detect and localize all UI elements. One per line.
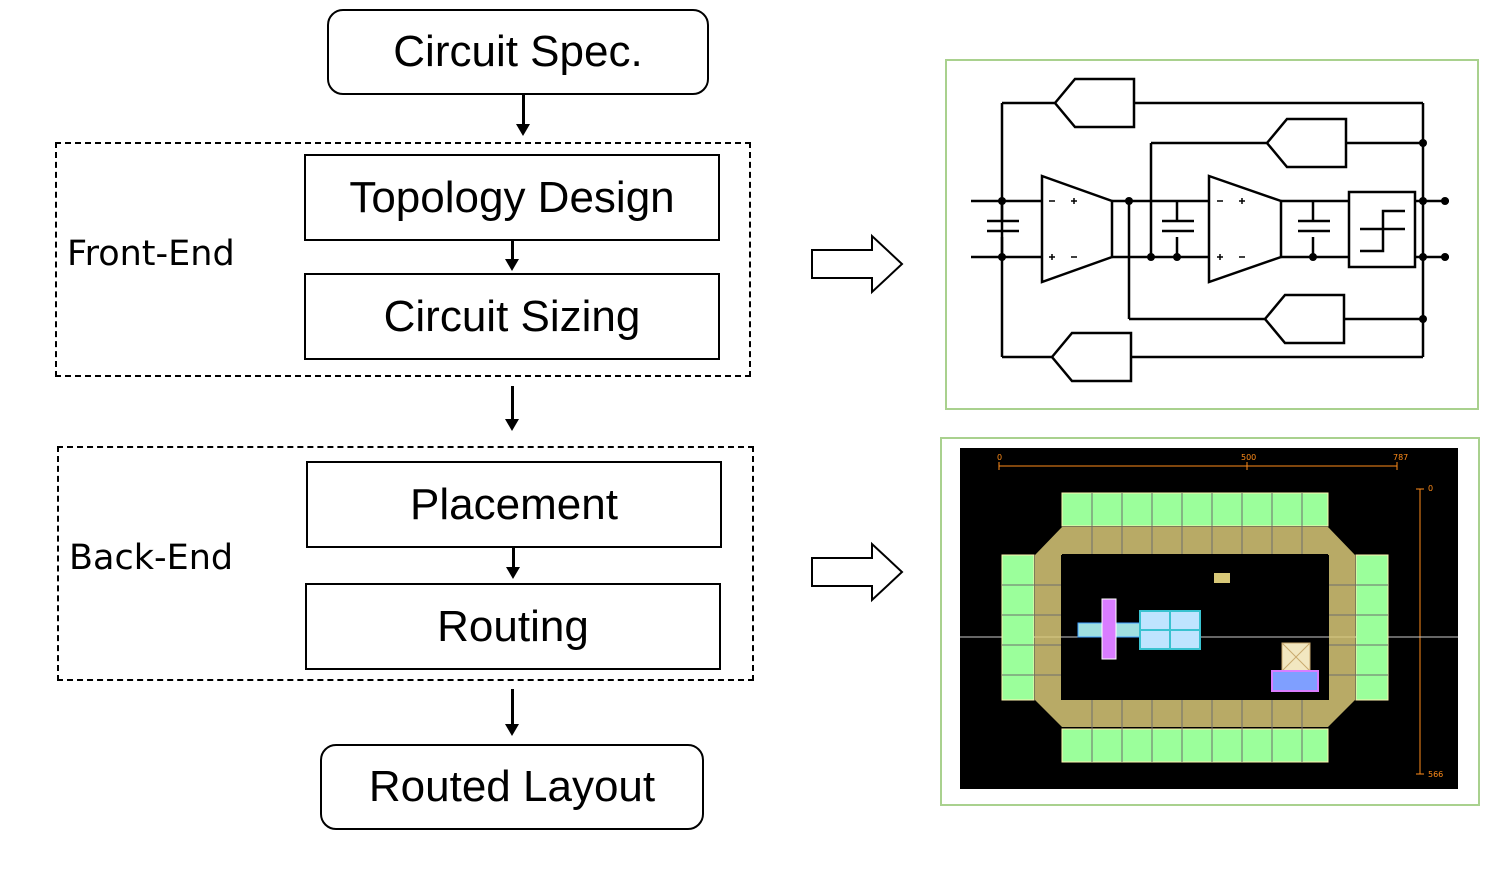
backend-output-arrow (811, 541, 904, 603)
arrow-topology-to-sizing-head (505, 259, 519, 271)
arrow-frontend-to-backend (511, 386, 514, 419)
core-blocks (1077, 573, 1319, 692)
arrow-topology-to-sizing (511, 241, 514, 260)
arrow-placement-to-routing (512, 548, 515, 568)
arrow-spec-to-frontend (522, 95, 525, 125)
circuit-sizing-node: Circuit Sizing (304, 273, 720, 360)
circuit-spec-node: Circuit Spec. (327, 9, 709, 95)
ruler-right-end: 566 (1428, 770, 1443, 779)
circuit-schematic (971, 77, 1449, 383)
routed-layout-label: Routed Layout (368, 762, 656, 811)
frontend-output-arrow (811, 233, 904, 295)
ruler-right-start: 0 (1428, 484, 1433, 493)
placement-label: Placement (410, 479, 618, 529)
topology-design-label: Topology Design (349, 172, 675, 222)
placement-node: Placement (306, 461, 722, 548)
ruler-top-end: 787 (1393, 453, 1408, 462)
routing-node: Routing (305, 583, 721, 670)
layout-view: 0 500 787 0 566 (960, 448, 1458, 789)
circuit-spec-label: Circuit Spec. (393, 27, 643, 76)
schematic-panel (945, 59, 1479, 410)
front-end-label: Front-End (67, 234, 235, 274)
back-end-label: Back-End (69, 538, 234, 578)
ruler-top-mid: 500 (1241, 453, 1256, 462)
front-end-stage (55, 142, 751, 377)
back-end-stage (57, 446, 754, 681)
ruler-top-start: 0 (997, 453, 1002, 462)
pad-ring (1001, 492, 1389, 763)
arrow-backend-to-layout (511, 689, 514, 724)
arrow-backend-to-layout-head (505, 724, 519, 736)
topology-design-node: Topology Design (304, 154, 720, 241)
routing-label: Routing (437, 601, 589, 651)
arrow-spec-to-frontend-head (516, 124, 530, 136)
arrow-frontend-to-backend-head (505, 419, 519, 431)
arrow-placement-to-routing-head (506, 567, 520, 579)
routed-layout-node: Routed Layout (320, 744, 704, 830)
layout-panel: 0 500 787 0 566 (940, 437, 1480, 806)
circuit-sizing-label: Circuit Sizing (383, 291, 641, 341)
